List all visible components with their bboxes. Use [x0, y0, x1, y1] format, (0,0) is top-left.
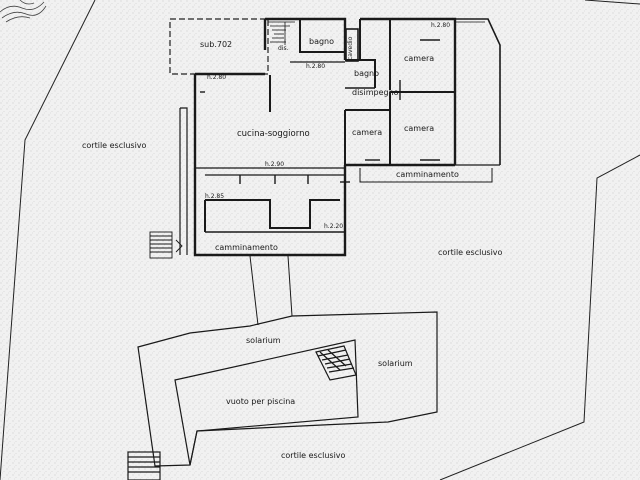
label-solarium-top: solarium	[246, 336, 281, 345]
label-camminamento-left: camminamento	[215, 243, 278, 252]
label-bagno-top: bagno	[309, 37, 335, 46]
label-cortile-bottom: cortile esclusivo	[281, 451, 346, 460]
label-disimpegno: disimpegno	[352, 88, 399, 97]
label-camminamento-right: camminamento	[396, 170, 459, 179]
stamp-mark	[0, 0, 47, 23]
height-camera: h.2.80	[431, 22, 451, 29]
label-cortile-right: cortile esclusivo	[438, 248, 503, 257]
label-cucina-soggiorno: cucina-soggiorno	[237, 129, 310, 139]
height-bottom: h.2.20	[324, 223, 344, 230]
solarium-structure	[127, 311, 438, 480]
exterior-stairs	[149, 231, 183, 259]
label-vuoto-piscina: vuoto per piscina	[226, 397, 296, 406]
house-walls	[179, 17, 501, 257]
label-cavedio: cavedio	[347, 36, 354, 60]
height-mid: h.2.80	[306, 63, 326, 70]
property-boundary-east	[439, 154, 640, 480]
label-camera-mid-right: camera	[404, 124, 435, 133]
height-left: h.2.85	[205, 193, 225, 200]
label-camera-mid-left: camera	[352, 128, 383, 137]
height-corridor: h.2.90	[265, 161, 285, 168]
label-solarium-right: solarium	[378, 359, 413, 368]
height-cucina: h.2.80	[207, 74, 227, 81]
label-dis: dis.	[278, 45, 289, 52]
label-cortile-left: cortile esclusivo	[82, 141, 147, 150]
label-sub702: sub.702	[200, 40, 233, 49]
walkway-lines	[249, 255, 293, 326]
property-boundary	[0, 0, 96, 480]
property-boundary-right	[584, 0, 640, 5]
label-bagno-mid: bagno	[354, 69, 380, 78]
label-camera-top-right: camera	[404, 54, 435, 63]
